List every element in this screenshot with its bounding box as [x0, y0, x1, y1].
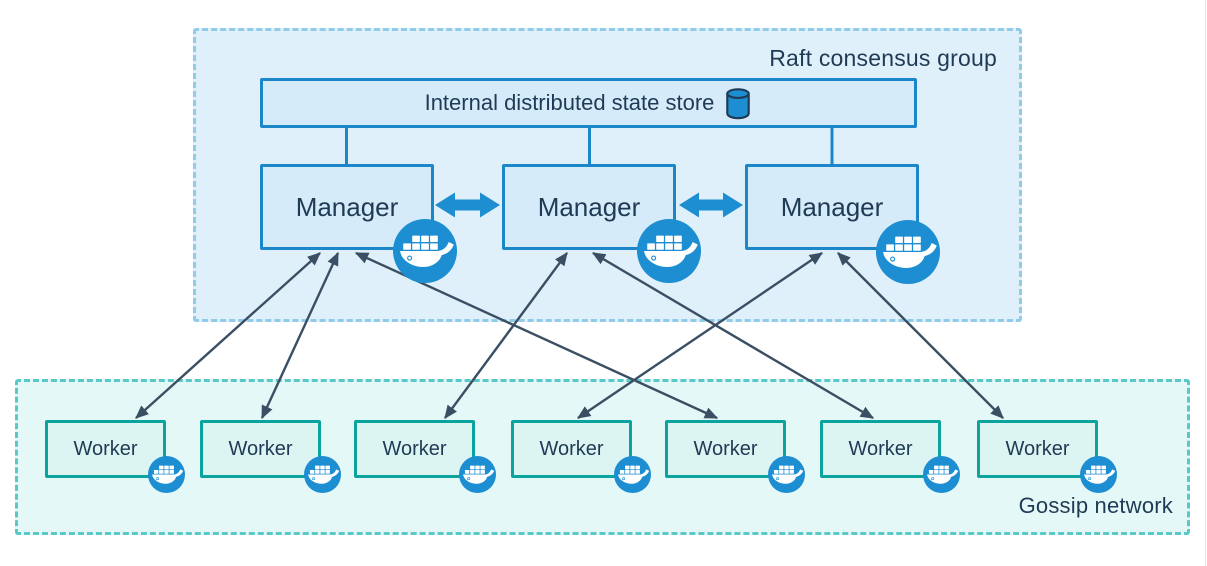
manager-label: Manager: [295, 191, 399, 222]
worker-label: Worker: [539, 437, 604, 460]
worker-label: Worker: [1005, 437, 1070, 460]
worker-label: Worker: [228, 437, 293, 460]
worker-label: Worker: [693, 437, 758, 460]
worker-node-5: Worker: [665, 420, 786, 478]
worker-node-7: Worker: [977, 420, 1098, 478]
database-cylinder-icon: [724, 87, 752, 120]
worker-node-1: Worker: [45, 420, 166, 478]
worker-node-2: Worker: [200, 420, 321, 478]
worker-node-4: Worker: [511, 420, 632, 478]
manager-node-1: Manager: [260, 164, 434, 250]
worker-label: Worker: [848, 437, 913, 460]
manager-node-3: Manager: [745, 164, 919, 250]
state-store-label: Internal distributed state store: [424, 90, 715, 115]
manager-label: Manager: [537, 191, 641, 222]
worker-label: Worker: [73, 437, 138, 460]
worker-node-6: Worker: [820, 420, 941, 478]
manager-label: Manager: [780, 191, 884, 222]
state-store-node: Internal distributed state store: [260, 78, 917, 128]
raft-group-label: Raft consensus group: [769, 45, 997, 71]
window-edge-line: [1205, 0, 1206, 566]
manager-node-2: Manager: [502, 164, 676, 250]
gossip-group-label: Gossip network: [1018, 493, 1173, 518]
worker-label: Worker: [382, 437, 447, 460]
worker-node-3: Worker: [354, 420, 475, 478]
